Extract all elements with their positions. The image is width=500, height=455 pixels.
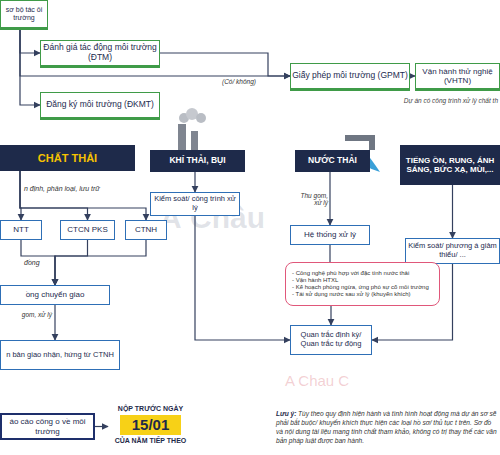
flow-connector [20, 28, 40, 105]
node-text: - Tái sử dụng nước sau xử lý (khuyến khí… [292, 291, 411, 298]
process-box: n bản giao nhận, hứng từ CTNH [0, 340, 120, 370]
node-text: - Vận hành HTXL [292, 277, 338, 284]
flow-note: đồng [24, 259, 54, 267]
process-box: Đánh giá tác động môi trường (ĐTM) [40, 40, 160, 66]
flow-connector [21, 240, 55, 285]
node-text: TIẾNG ỒN, RUNG, ÁNH SÁNG, BỨC XẠ, MÙI,..… [400, 156, 500, 174]
flow-connector [95, 426, 108, 427]
watermark: A Chau C [285, 372, 405, 390]
process-box: Giấy phép môi trường (GPMT) [290, 63, 410, 89]
node-text: Đánh giá tác động môi trường (ĐTM) [41, 43, 159, 63]
node-text: NTT [13, 225, 29, 234]
node-text: 15/01 [120, 415, 182, 434]
node-text: CTNH [135, 225, 157, 234]
node-text: ồng chuyển giao [26, 290, 85, 299]
note-text: Dự án có công trình xử lý chất th [330, 97, 498, 105]
process-box: CTNH [125, 220, 167, 240]
process-box: NTT [0, 220, 42, 240]
edge-label: (Có/ không) [222, 78, 268, 85]
node-text: Hệ thống xử lý [304, 230, 356, 239]
flow-connector [20, 171, 146, 220]
node-text: n bản giao nhận, hứng từ CTNH [6, 351, 114, 360]
flow-connector [329, 172, 330, 225]
node-text: CTCN PKS [67, 225, 107, 234]
node-text: Vận hành thử nghiệ (VHTN) [416, 67, 499, 85]
flow-connector [55, 240, 146, 285]
node-text: NƯỚC THẢI [308, 156, 357, 166]
node-text: áo cáo công o về môi trường [2, 417, 93, 435]
node-text: NỘP TRƯỚC NGÀY [118, 405, 183, 413]
category-band: CHẤT THẢI [0, 145, 135, 171]
flow-connector [160, 53, 290, 76]
edge-label: Thu gom, xử lý [292, 192, 328, 207]
process-box: Vận hành thử nghiệ (VHTN) [415, 63, 500, 89]
flow-connector [194, 172, 195, 192]
flow-connector [329, 245, 330, 262]
process-box: Quan trắc định kỳ/ Quan trắc tự động [290, 325, 372, 355]
process-box: ồng chuyển giao [0, 285, 110, 305]
process-box: sơ bộ tác ôi trường [0, 0, 48, 28]
node-text: - Công nghệ phù hợp với đặc tính nước th… [292, 270, 409, 277]
flow-connector [20, 28, 290, 76]
category-band: NƯỚC THẢI [295, 150, 370, 172]
flow-connector [54, 305, 55, 340]
node-text: Giấy phép môi trường (GPMT) [292, 71, 408, 81]
flow-connector [20, 171, 88, 220]
flow-connector [20, 28, 40, 53]
node-text: Kiểm soát/ phương á giảm thiểu/ ... [406, 242, 499, 259]
process-box: Kiểm soát/ phương á giảm thiểu/ ... [405, 238, 500, 264]
node-text: CHẤT THẢI [38, 152, 97, 165]
node-text: KHÍ THẢI, BỤI [169, 156, 225, 166]
node-text: - Kế hoạch phòng ngừa, ứng phó sự cố môi… [292, 284, 429, 291]
process-box: Hệ thống xử lý [290, 225, 370, 245]
process-box: Đăng ký môi trường (ĐKMT) [40, 92, 160, 118]
node-text: Kiểm soát/ công trình xử lý [151, 195, 239, 212]
flow-connector [452, 185, 453, 238]
chimney [191, 131, 198, 150]
smoke-puff [196, 113, 206, 123]
deadline-box: NỘP TRƯỚC NGÀY 15/01CỦA NĂM TIẾP THEO [108, 404, 193, 446]
node-text: Đăng ký môi trường (ĐKMT) [46, 100, 154, 110]
flow-note: n định, phân loại, lưu trữ [24, 185, 134, 193]
process-box: Kiểm soát/ công trình xử lý [150, 192, 240, 216]
node-text: Quan trắc định kỳ/ Quan trắc tự động [291, 331, 371, 348]
disclaimer-text: Tùy theo quy định hiện hành và tình hình… [276, 410, 498, 446]
smokestack-icon [178, 108, 206, 150]
edge-label: gom, xử lý [6, 311, 52, 318]
chimney [178, 124, 186, 150]
pipe [345, 138, 372, 150]
flow-connector [55, 240, 88, 285]
category-band: TIẾNG ỒN, RUNG, ÁNH SÁNG, BỨC XẠ, MÙI,..… [400, 145, 500, 185]
flow-connector [330, 306, 331, 325]
flow-connector [195, 216, 290, 340]
node-text: sơ bộ tác ôi trường [1, 6, 47, 22]
process-box: CTCN PKS [60, 220, 115, 240]
node-text: CỦA NĂM TIẾP THEO [115, 437, 187, 445]
report-box: áo cáo công o về môi trường [0, 413, 95, 440]
note-box: - Công nghệ phù hợp với đặc tính nước th… [285, 262, 440, 306]
category-band: KHÍ THẢI, BỤI [150, 150, 245, 172]
